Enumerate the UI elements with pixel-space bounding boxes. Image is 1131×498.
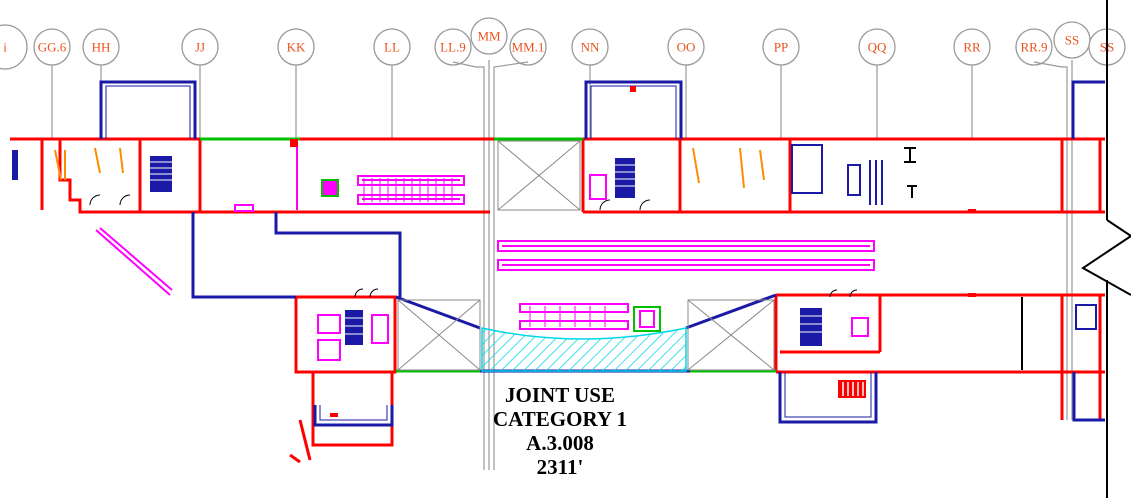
grid-bubble: HH (82, 28, 120, 66)
grid-bubble-circle (434, 28, 472, 66)
grid-bubble-circle (509, 28, 547, 66)
grid-bubble: RR.9 (1015, 28, 1053, 66)
grid-bubble: MM.1 (509, 28, 547, 66)
grid-bubble: MM (470, 17, 508, 55)
grid-label: PP (774, 40, 788, 55)
zone-title: JOINT USE (505, 383, 615, 407)
grid-bubble: RR (953, 28, 991, 66)
grid-label: MM (477, 29, 501, 44)
grid-label: KK (287, 40, 306, 55)
grid-label: LL.9 (440, 40, 466, 55)
grid-label: RR (963, 40, 981, 55)
vent-grille (838, 380, 866, 398)
grid-label: RR.9 (1020, 40, 1047, 55)
grid-bubble: OO (667, 28, 705, 66)
door-swings (89, 194, 858, 298)
glazing (200, 137, 776, 373)
grid-label: OO (677, 40, 696, 55)
grid-bubble: PP (762, 28, 800, 66)
grid-bubble: GG.6 (33, 28, 71, 66)
grid-bubble-circle (0, 24, 28, 70)
wall-details (290, 86, 976, 417)
equipment (95, 140, 875, 330)
grid-label: JJ (195, 40, 205, 55)
grid-bubble: NN (571, 28, 609, 66)
grid-bubble: i (0, 24, 28, 70)
grid-label: NN (581, 40, 600, 55)
openings (397, 140, 775, 371)
grid-bubble: QQ (858, 28, 896, 66)
right-end-details (904, 0, 1131, 498)
zone-category: CATEGORY 1 (492, 407, 628, 431)
grid-bubble: LL.9 (434, 28, 472, 66)
zone-caption: JOINT USE CATEGORY 1 A.3.008 2311' (460, 383, 660, 479)
grid-bubble: JJ (181, 28, 219, 66)
structure (99, 80, 1105, 427)
grid-label: GG.6 (38, 40, 67, 55)
grid-label: i (3, 40, 7, 55)
elevators (317, 174, 1097, 361)
grid-label: QQ (868, 40, 887, 55)
grid-bubble: LL (373, 28, 411, 66)
grid-bubble-circle (1015, 28, 1053, 66)
grid-label: HH (92, 40, 111, 55)
grid-bubble: KK (277, 28, 315, 66)
grid-label: SS (1065, 33, 1079, 48)
grid-label: MM.1 (512, 40, 545, 55)
grid-bubble-circle (470, 17, 508, 55)
fixtures (54, 147, 765, 189)
grid-bubble: SS (1053, 21, 1091, 59)
zone-length: 2311' (536, 455, 584, 479)
zone-code: A.3.008 (526, 431, 594, 455)
joint-use-zone (481, 327, 687, 372)
grid-label: LL (384, 40, 400, 55)
